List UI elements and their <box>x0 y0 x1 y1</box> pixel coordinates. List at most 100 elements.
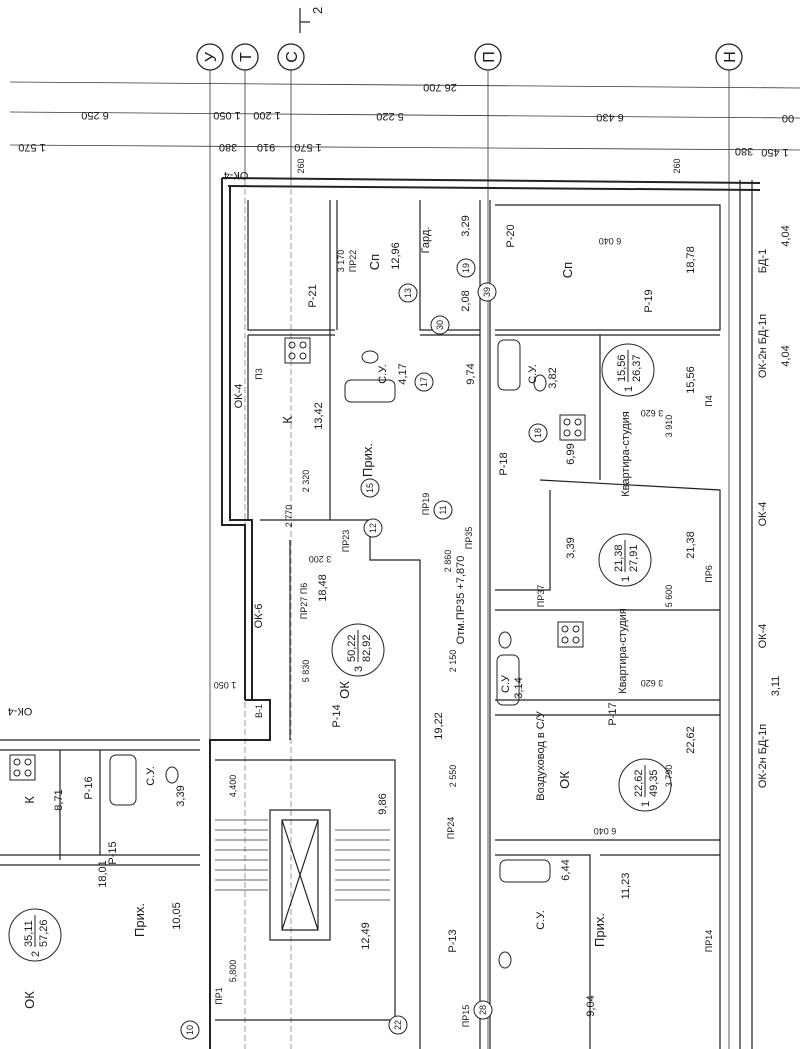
plan-label: 26 700 <box>423 81 457 93</box>
plan-label: ПР37 <box>536 585 546 607</box>
annotations: Отм.ПР35 +7,870 Р-21 Р-20 Р-19 Р-18 Р-17… <box>8 158 769 1027</box>
stairs <box>215 819 390 901</box>
room-bathroom-label: С.У <box>500 674 512 693</box>
plan-label: 2,08 <box>460 290 472 311</box>
room-labels: Сп Сп 12,96 18,78 К 13,42 С.У. 4,17 Гард… <box>22 215 792 1016</box>
plan-mark <box>59 750 101 860</box>
plan-label: 39 <box>482 287 492 297</box>
plan-label: 5 220 <box>376 110 404 122</box>
plan-mark: 15 <box>360 478 380 498</box>
plan-mark <box>388 1015 408 1035</box>
plan-mark <box>247 335 370 521</box>
plan-mark <box>221 177 761 191</box>
plan-label: ПР15 <box>461 1005 471 1027</box>
plan-label: ОК-6 <box>253 604 265 629</box>
axis-markers: У Т С П Н 2 <box>196 7 743 71</box>
plan-label: В-1 <box>254 704 264 718</box>
plan-label: 3,39 <box>175 785 187 806</box>
room-living-label: ОК <box>22 991 37 1009</box>
bathtub-icon <box>344 379 396 403</box>
plan-label: ОК-4 <box>233 384 245 409</box>
vent-duct-label: Воздуховод в С/У <box>535 710 547 801</box>
plan-mark <box>277 43 305 71</box>
plan-label: 12,49 <box>360 922 372 950</box>
plan-label: 1 450 <box>761 146 789 158</box>
plan-label: 18,01 <box>97 860 109 888</box>
plan-label: 1 <box>640 801 652 807</box>
plan-mark: 17 <box>414 372 434 392</box>
plan-label: 3 910 <box>664 415 674 438</box>
plan-mark: 13 <box>398 283 418 303</box>
plan-label: ПР35 <box>464 527 474 549</box>
plan-mark: 18 <box>528 423 548 443</box>
plan-label: 11,23 <box>620 873 632 900</box>
plan-mark <box>433 500 453 520</box>
plan-label: ПР19 <box>421 493 431 515</box>
room-studio-label: Квартира-студия <box>620 411 632 497</box>
plan-mark <box>479 200 491 1049</box>
plan-label: Р-17 <box>607 702 619 725</box>
plan-label: Р-19 <box>643 289 655 312</box>
plan-label: П4 <box>704 395 714 406</box>
plan-label: 5,800 <box>228 960 238 983</box>
plan-label: 4,04 <box>780 225 792 246</box>
plan-label: 5 830 <box>301 660 311 683</box>
plan-mark <box>557 621 584 648</box>
plan-mark <box>477 282 497 302</box>
plan-mark <box>269 809 331 941</box>
plan-mark <box>9 754 36 781</box>
plan-mark <box>9 111 800 119</box>
room-bedroom-label: Сп <box>560 262 575 278</box>
room-bedroom-label: Сп <box>367 254 382 270</box>
plan-label: 260 <box>296 158 306 173</box>
plan-mark: 39 <box>477 282 497 302</box>
plan-label: 27,91 <box>628 544 640 572</box>
plan-label: 28 <box>478 1005 488 1015</box>
room-bathroom-label: С.У. <box>535 910 547 930</box>
plan-label: БД-1 <box>757 249 769 273</box>
plan-label: 3,29 <box>460 215 472 236</box>
plan-mark <box>247 200 335 336</box>
room-kitchen-label: К <box>22 796 37 804</box>
plan-label: 13,42 <box>313 402 325 430</box>
door-tags: 13 19 30 39 17 15 12 11 18 10 22 28 <box>180 258 548 1040</box>
plan-mark <box>574 429 582 437</box>
plan-mark <box>495 609 721 1049</box>
toilet-icon <box>165 766 179 784</box>
room-hall-label: Прих. <box>360 443 375 477</box>
plan-label: 2 <box>310 7 325 14</box>
plan-mark <box>360 478 380 498</box>
plan-label: 8,71 <box>53 789 65 810</box>
plan-label: 15,56 <box>616 354 628 382</box>
plan-mark <box>572 625 580 633</box>
plan-label: Р-20 <box>505 224 517 247</box>
top-dimensions: 26 700 6 250 1 050 1 200 5 220 6 430 00 … <box>9 81 800 158</box>
section-mark: 2 <box>299 7 325 33</box>
plan-label: Н <box>722 51 739 63</box>
room-bathroom-label: С.У. <box>145 766 157 786</box>
plan-mark <box>561 625 569 633</box>
plan-label: 3,14 <box>513 677 525 698</box>
room-hall-label: Прих. <box>592 913 607 947</box>
axis-n: Н <box>715 43 743 71</box>
room-hall-label: Прих. <box>132 903 147 937</box>
plan-label: 22,62 <box>685 726 697 754</box>
plan-mark <box>495 854 720 1049</box>
plan-mark <box>24 758 32 766</box>
plan-mark <box>9 144 800 151</box>
plan-label: 10 <box>185 1025 195 1035</box>
plan-mark: 12 <box>363 518 383 538</box>
plan-label: ПР23 <box>341 530 351 552</box>
plan-mark <box>574 418 582 426</box>
plan-label: Р-14 <box>331 704 343 727</box>
plan-label: Р-13 <box>447 929 459 952</box>
plan-mark: 30 <box>430 315 450 335</box>
plan-mark <box>398 283 418 303</box>
plan-label: 6 040 <box>594 826 617 836</box>
